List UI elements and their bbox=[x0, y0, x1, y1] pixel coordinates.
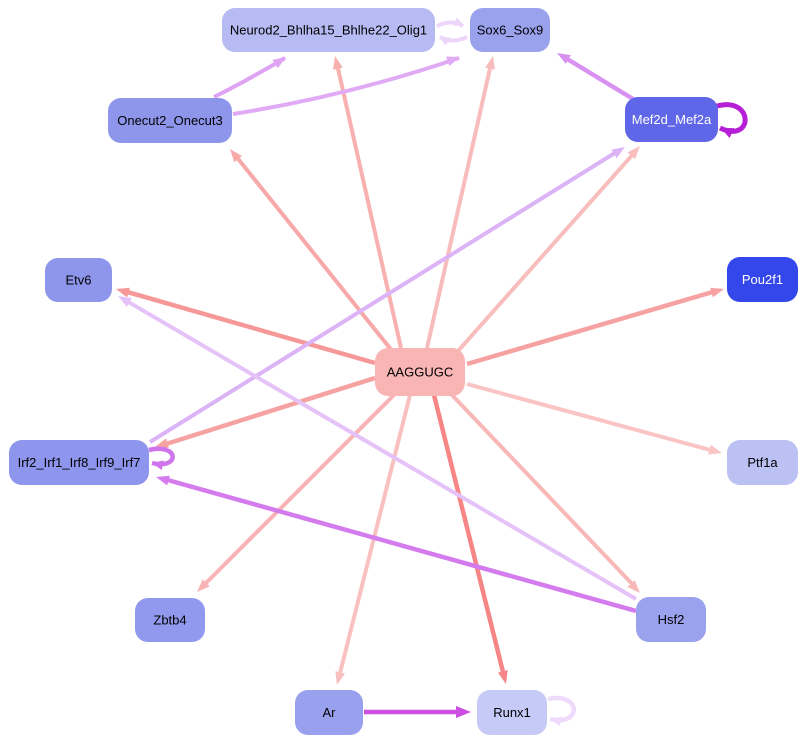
edge-mef2d-mef2d bbox=[716, 102, 748, 134]
arrowhead-aaggugc-ptf1a bbox=[708, 444, 722, 455]
arrowhead-hsf2-etv6 bbox=[118, 296, 132, 307]
arrowhead-mef2d-sox6 bbox=[557, 53, 571, 64]
arrowhead-aaggugc-pou2f1 bbox=[710, 287, 724, 298]
edge-aaggugc-runx1 bbox=[431, 394, 507, 677]
arrowhead-aaggugc-irf bbox=[155, 438, 169, 448]
arrowhead-irf-irf bbox=[152, 460, 164, 471]
arrowhead-mef2d-mef2d bbox=[721, 128, 735, 139]
edge-aaggugc-irf bbox=[162, 375, 376, 448]
edge-hsf2-irf bbox=[163, 476, 637, 614]
node-zbtb4-shape[interactable] bbox=[135, 598, 205, 642]
arrowhead-aaggugc-ar bbox=[335, 671, 345, 685]
edge-aaggugc-mef2d bbox=[456, 150, 637, 353]
edge-aaggugc-hsf2 bbox=[450, 393, 637, 589]
arrowhead-aaggugc-mef2d bbox=[627, 146, 640, 160]
node-etv6-label: Etv6 bbox=[65, 273, 91, 288]
node-mef2d[interactable]: Mef2d_Mef2a bbox=[625, 97, 718, 142]
edge-onecut2-neurod2 bbox=[213, 56, 287, 99]
arrowhead-sox6-neurod2 bbox=[439, 37, 450, 46]
node-neurod2-label: Neurod2_Bhlha15_Bhlhe22_Olig1 bbox=[230, 23, 427, 38]
node-pou2f1-label: Pou2f1 bbox=[742, 272, 783, 287]
node-onecut2[interactable]: Onecut2_Onecut3 bbox=[108, 98, 232, 143]
node-hsf2-label: Hsf2 bbox=[658, 612, 685, 627]
node-runx1[interactable]: Runx1 bbox=[477, 690, 547, 735]
edge-aaggugc-pou2f1 bbox=[466, 288, 717, 367]
arrowhead-onecut2-sox6 bbox=[446, 56, 460, 66]
node-ar-label: Ar bbox=[323, 705, 337, 720]
arrowhead-runx1-runx1 bbox=[550, 716, 562, 727]
node-aaggugc[interactable]: AAGGUGC bbox=[375, 348, 465, 396]
node-pou2f1[interactable]: Pou2f1 bbox=[727, 257, 798, 302]
edge-aaggugc-etv6 bbox=[123, 288, 376, 366]
node-neurod2[interactable]: Neurod2_Bhlha15_Bhlhe22_Olig1 bbox=[222, 8, 435, 52]
edge-aaggugc-zbtb4 bbox=[201, 393, 396, 588]
arrowhead-neurod2-sox6 bbox=[453, 17, 464, 26]
node-ptf1a-shape[interactable] bbox=[727, 440, 798, 485]
node-ptf1a-label: Ptf1a bbox=[747, 455, 778, 470]
node-aaggugc-shape[interactable] bbox=[375, 348, 465, 396]
node-onecut2-label: Onecut2_Onecut3 bbox=[117, 113, 223, 128]
node-sox6[interactable]: Sox6_Sox9 bbox=[470, 8, 550, 52]
node-zbtb4-label: Zbtb4 bbox=[153, 613, 186, 628]
edge-aaggugc-ptf1a bbox=[466, 382, 715, 453]
arrowhead-aaggugc-neurod2 bbox=[333, 56, 343, 70]
node-zbtb4[interactable]: Zbtb4 bbox=[135, 598, 205, 642]
node-etv6-shape[interactable] bbox=[45, 258, 112, 302]
node-irf-shape[interactable] bbox=[9, 440, 149, 485]
node-hsf2[interactable]: Hsf2 bbox=[636, 597, 706, 642]
arrowhead-ar-runx1 bbox=[456, 706, 471, 718]
edge-irf-mef2d bbox=[148, 149, 620, 444]
node-ar[interactable]: Ar bbox=[295, 690, 363, 735]
arrowhead-onecut2-neurod2 bbox=[272, 57, 286, 69]
node-etv6[interactable]: Etv6 bbox=[45, 258, 112, 302]
node-mef2d-shape[interactable] bbox=[625, 97, 718, 142]
node-hsf2-shape[interactable] bbox=[636, 597, 706, 642]
node-ptf1a[interactable]: Ptf1a bbox=[727, 440, 798, 485]
arrowhead-hsf2-irf bbox=[156, 475, 170, 486]
arrowhead-aaggugc-runx1 bbox=[498, 670, 508, 684]
node-aaggugc-label: AAGGUGC bbox=[387, 365, 453, 380]
node-runx1-label: Runx1 bbox=[493, 705, 531, 720]
arrowhead-aaggugc-hsf2 bbox=[627, 580, 640, 593]
arrowhead-aaggugc-onecut2 bbox=[230, 149, 243, 163]
node-mef2d-label: Mef2d_Mef2a bbox=[632, 112, 712, 127]
arrowhead-aaggugc-sox6 bbox=[485, 56, 495, 70]
node-ar-shape[interactable] bbox=[295, 690, 363, 735]
edge-aaggugc-sox6 bbox=[425, 63, 493, 349]
edge-hsf2-etv6 bbox=[123, 298, 638, 601]
arrowhead-aaggugc-zbtb4 bbox=[197, 579, 210, 592]
node-runx1-shape[interactable] bbox=[477, 690, 547, 735]
node-irf[interactable]: Irf2_Irf1_Irf8_Irf9_Irf7 bbox=[9, 440, 149, 485]
node-neurod2-shape[interactable] bbox=[222, 8, 435, 52]
edge-mef2d-sox6 bbox=[562, 55, 635, 101]
node-pou2f1-shape[interactable] bbox=[727, 257, 798, 302]
node-onecut2-shape[interactable] bbox=[108, 98, 232, 143]
node-sox6-shape[interactable] bbox=[470, 8, 550, 52]
node-sox6-label: Sox6_Sox9 bbox=[477, 23, 544, 38]
node-irf-label: Irf2_Irf1_Irf8_Irf9_Irf7 bbox=[18, 455, 141, 470]
edge-onecut2-sox6 bbox=[232, 56, 460, 116]
arrowhead-aaggugc-etv6 bbox=[116, 287, 130, 298]
edge-aaggugc-onecut2 bbox=[233, 153, 395, 354]
arrowhead-irf-mef2d bbox=[611, 147, 625, 159]
edge-aaggugc-neurod2 bbox=[335, 63, 403, 349]
